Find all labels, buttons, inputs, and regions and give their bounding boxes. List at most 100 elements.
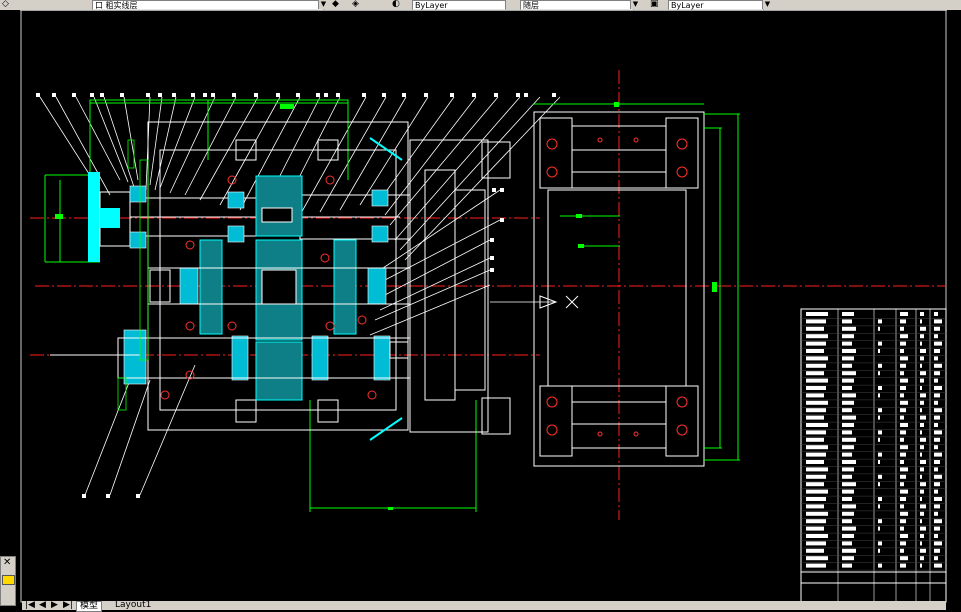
parts-list-cell [920, 386, 922, 390]
parts-list-cell [900, 341, 906, 346]
parts-list-cell [900, 408, 906, 413]
parts-list-cell [842, 556, 854, 561]
parts-list-cell [806, 460, 824, 464]
parts-list-cell [920, 408, 922, 413]
parts-list-cell [934, 489, 938, 494]
parts-list-cell [878, 363, 882, 368]
parts-list-cell [934, 408, 942, 413]
parts-list-cell [920, 363, 922, 368]
make-current-layer-icon[interactable]: ◆ [332, 0, 339, 9]
close-icon[interactable]: ✕ [3, 557, 12, 568]
parts-list-cell [920, 519, 922, 524]
parts-list-cell [878, 474, 882, 479]
parts-list-cell [920, 474, 922, 479]
input-flange [88, 172, 411, 262]
parts-list-cell [878, 371, 880, 376]
leader-lines [39, 96, 561, 496]
last-tab-icon[interactable]: ▶| [63, 600, 73, 610]
parts-list-cell [806, 430, 826, 435]
gears [199, 175, 357, 401]
parts-list-cell [900, 430, 906, 435]
parts-list-cell [920, 430, 922, 435]
dimension-markers [55, 104, 393, 510]
parts-list-cell [934, 319, 942, 324]
parts-list-cell [934, 534, 938, 538]
construction-green [117, 139, 149, 411]
plotstyle-icon[interactable]: ▣ [650, 0, 659, 9]
parts-list-cell [900, 386, 906, 390]
parts-list-cell [842, 363, 852, 368]
parts-list-cell [842, 319, 852, 324]
parts-list-cell [806, 415, 824, 420]
parts-list-cell [842, 371, 856, 376]
parts-list-cell [878, 526, 880, 531]
parts-list-cell [900, 526, 904, 531]
parts-list-cell [920, 326, 926, 331]
parts-list-cell [934, 415, 940, 420]
parts-list-cell [842, 519, 852, 524]
parts-list-cell [900, 556, 908, 561]
parts-list-cell [920, 497, 922, 501]
parts-list-cell [806, 341, 826, 346]
layer-previous-icon[interactable]: ◈ [352, 0, 359, 9]
parts-list-cell [806, 511, 828, 516]
parts-list-cell [934, 526, 940, 531]
prev-tab-icon[interactable]: ◀ [39, 600, 46, 610]
color-combo-arrow-icon[interactable]: ▼ [762, 0, 772, 9]
parts-list-cell [900, 482, 904, 487]
layout-tab-bar: |◀ ◀ ▶ ▶| 模型 Layout1 [22, 600, 946, 612]
parts-list-cell [934, 386, 942, 390]
parts-list-cell [920, 445, 924, 450]
lineweight-combo-value: 随层 [523, 1, 539, 10]
parts-list-cell [900, 548, 904, 553]
linetype-combo-value: ByLayer [415, 1, 448, 10]
parts-list-cell [878, 548, 880, 553]
next-tab-icon[interactable]: ▶ [51, 600, 58, 610]
parts-list-cell [900, 334, 908, 339]
left-margin [0, 10, 20, 555]
parts-list-cell [900, 497, 906, 501]
parts-list-cell [842, 408, 852, 413]
parts-list-cell [900, 534, 908, 538]
tool-palette[interactable]: ✕ [0, 556, 16, 606]
parts-list-cell [878, 326, 880, 331]
tab-layout1[interactable]: Layout1 [115, 600, 152, 610]
parts-list-cell [934, 497, 942, 501]
layer-combo-arrow-icon[interactable]: ▼ [318, 0, 328, 9]
first-tab-icon[interactable]: |◀ [25, 600, 35, 610]
parts-list-cell [900, 415, 904, 420]
parts-list-cell [842, 445, 854, 450]
parts-list-cell [934, 349, 940, 353]
side-view [533, 111, 705, 467]
parts-list-cell [934, 548, 940, 553]
parts-list-cell [920, 563, 922, 568]
parts-list-cell [878, 319, 882, 324]
parts-list-cell [878, 408, 882, 413]
layer-manager-icon[interactable]: ◇ [2, 0, 9, 9]
parts-list-cell [900, 349, 904, 353]
parts-list-cell [900, 319, 906, 324]
parts-list-cell [900, 504, 904, 509]
parts-list-cell [900, 423, 908, 427]
part-balloons [36, 93, 556, 498]
parts-list-cell [920, 504, 926, 509]
parts-list-cell [806, 378, 828, 383]
parts-list-cell [934, 371, 940, 376]
parts-list-cell [806, 563, 826, 568]
parts-list-cell [920, 482, 926, 487]
parts-list-cell [806, 400, 828, 405]
color-control-icon[interactable]: ◐ [392, 0, 400, 9]
parts-list-cell [934, 378, 938, 383]
tab-model[interactable]: 模型 [76, 601, 103, 612]
lineweight-combo-arrow-icon[interactable]: ▼ [630, 0, 640, 9]
parts-list-cell [842, 341, 852, 346]
parts-list-cell [900, 393, 904, 398]
parts-list-cell [842, 526, 856, 531]
folder-icon[interactable] [2, 575, 15, 585]
parts-list-cell [878, 393, 880, 398]
parts-list-cell [920, 534, 924, 538]
parts-list-cell [934, 437, 940, 442]
parts-list-cell [842, 489, 854, 494]
parts-list-cell [842, 482, 856, 487]
